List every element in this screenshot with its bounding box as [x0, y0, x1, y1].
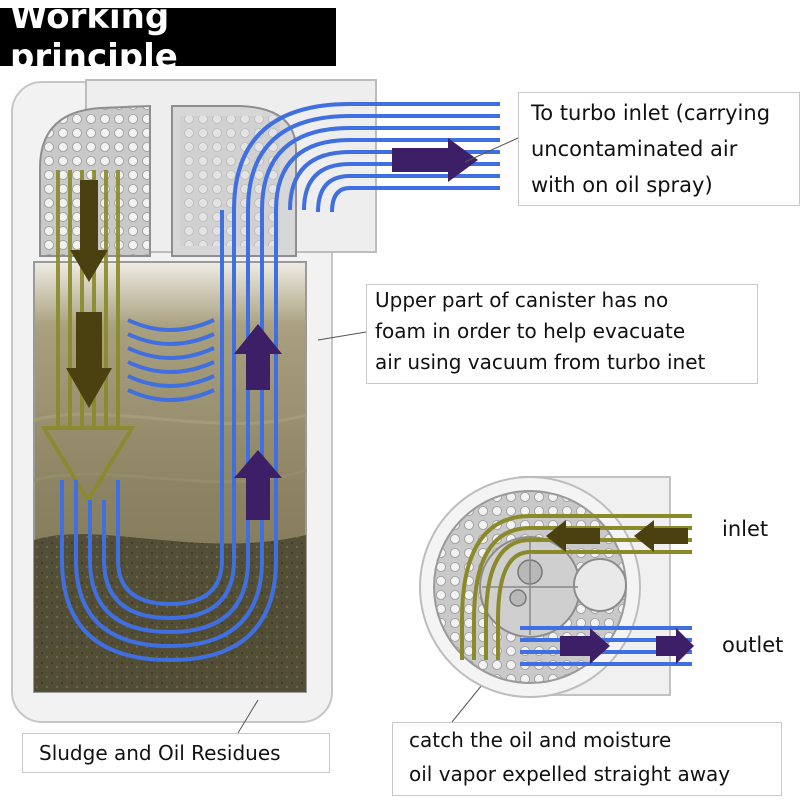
callout-line: foam in order to help evacuate	[375, 319, 686, 343]
callout-turbo-inlet: To turbo inlet (carrying uncontaminated …	[518, 92, 800, 206]
sludge-layer	[34, 534, 306, 692]
inlet-flow	[460, 514, 692, 660]
outlet-arrow-2	[656, 628, 694, 664]
upward-arrows	[234, 324, 282, 520]
inlet-arrow-2	[546, 520, 600, 552]
leader-lines	[237, 137, 519, 734]
callout-line: Upper part of canister has no	[375, 288, 669, 312]
clean-air-arcs	[127, 318, 215, 402]
inlet-arrow-1	[634, 520, 688, 552]
downward-arrows	[66, 180, 112, 408]
callout-line: air using vacuum from turbo inet	[375, 350, 706, 374]
outlet-label: outlet	[722, 633, 784, 657]
callout-line: oil vapor expelled straight away	[409, 762, 731, 786]
callout-sludge: Sludge and Oil Residues	[22, 733, 330, 773]
callout-catch: catch the oil and moisture oil vapor exp…	[392, 722, 782, 796]
outflow-arrow	[392, 138, 478, 182]
callout-line: catch the oil and moisture	[409, 728, 672, 752]
callout-line: with on oil spray)	[531, 173, 713, 197]
clean-air-flow	[60, 102, 500, 663]
callout-line: uncontaminated air	[531, 137, 738, 161]
outlet-arrow-1	[560, 628, 610, 664]
callout-line: Sludge and Oil Residues	[39, 741, 281, 765]
inlet-label: inlet	[722, 517, 769, 541]
callout-upper-part: Upper part of canister has no foam in or…	[366, 284, 758, 384]
callout-line: To turbo inlet (carrying	[531, 101, 771, 125]
